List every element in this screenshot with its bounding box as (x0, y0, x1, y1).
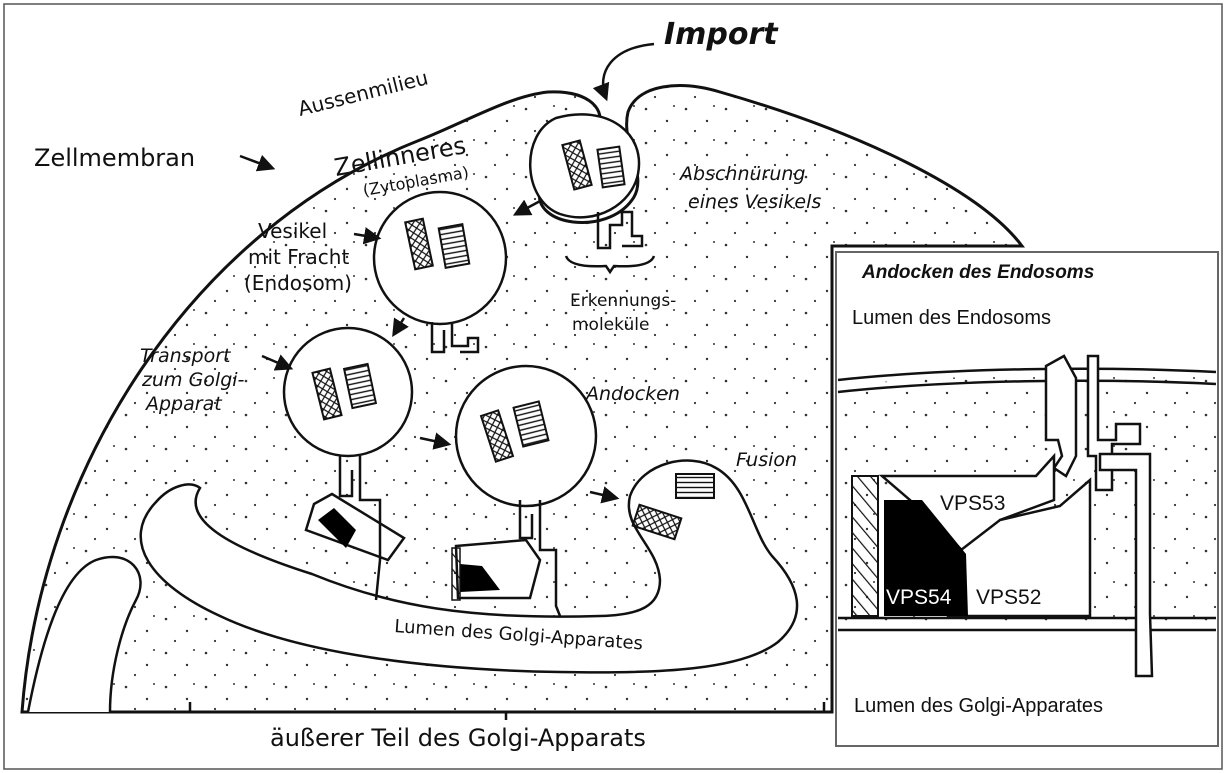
recognition-brace (564, 255, 656, 275)
cargo-lines (342, 362, 378, 410)
inset-anchor (851, 475, 879, 617)
cargo-crosshatch (561, 139, 593, 191)
complex-vps54 (460, 564, 500, 592)
fusion-label: Fusion (736, 449, 797, 471)
arrow-bud-to-vesicle (512, 198, 543, 216)
aussenmilieu-label: Aussenmilieu (295, 65, 430, 121)
endosome-vesicle (372, 190, 508, 326)
abschnuerung-label-1: Abschnürung (678, 163, 806, 185)
erkennung-label-2: moleküle (572, 315, 649, 335)
arrow-vesikel (353, 227, 382, 245)
cargo-crosshatch (404, 217, 434, 271)
arrow-vesicle-to-transport (392, 317, 409, 337)
inset-panel: Andocken des Endosoms Lumen des Endosoms… (835, 251, 1219, 747)
arrow-dock-to-fusion (589, 486, 620, 504)
cargo-lines (437, 223, 471, 269)
figure-frame (3, 3, 1223, 770)
inset-title: Andocken des Endosoms (861, 262, 1094, 283)
inset-vps52-label: VPS52 (976, 586, 1041, 609)
vesikel-label-1: Vesikel (258, 219, 327, 243)
inset-endosome-membrane (837, 367, 1217, 394)
inset-lumen-golgi: Lumen des Golgi-Apparates (854, 695, 1103, 717)
recognition-molecules-bud (596, 210, 644, 250)
golgi-apparatus (139, 459, 799, 674)
cargo-lines (512, 400, 550, 448)
aeusserer-teil-label: äußerer Teil des Golgi-Apparats (270, 724, 646, 752)
arrow-transport (261, 354, 294, 371)
inset-vps54 (884, 500, 968, 616)
zellmembran-label: Zellmembran (34, 144, 195, 172)
andocken-label: Andocken (584, 383, 680, 405)
membrane-anchor (451, 547, 461, 601)
transport-label-1: Transport (140, 345, 232, 367)
inset-lumen-endosom: Lumen des Endosoms (852, 307, 1051, 329)
abschnuerung-label-2: eines Vesikels (688, 191, 821, 213)
inset-vps53-label: VPS53 (940, 492, 1005, 515)
cargo-lines (596, 145, 626, 189)
golgi-tubule (26, 555, 142, 713)
transport-label-2: zum Golgi- (141, 369, 245, 391)
inset-vps54-label: VPS54 (886, 586, 952, 609)
cargo-crosshatch (479, 409, 515, 463)
golgi-outer-brace (188, 702, 826, 720)
tether-stalk (518, 500, 562, 617)
cargo-crosshatch (311, 367, 343, 421)
vesikel-label-2: mit Fracht (248, 245, 349, 269)
import-arrow (592, 42, 655, 102)
cargo-lines (675, 473, 715, 499)
complex-vps54 (318, 508, 356, 548)
import-label: Import (664, 17, 779, 52)
inset-golgi-snare (1098, 452, 1154, 678)
inset-tether-left (1044, 354, 1078, 478)
transport-label-3: Apparat (144, 393, 223, 415)
recognition-molecules (430, 322, 480, 354)
erkennung-label-1: Erkennungs- (570, 291, 676, 311)
cargo-crosshatch (631, 503, 683, 541)
arrow-zellmembran (239, 154, 276, 172)
tether-stalk (338, 456, 382, 601)
inset-golgi-membrane (838, 616, 1216, 632)
vesikel-label-3: (Endosom) (244, 271, 352, 295)
arrow-transport-to-dock (419, 432, 452, 450)
